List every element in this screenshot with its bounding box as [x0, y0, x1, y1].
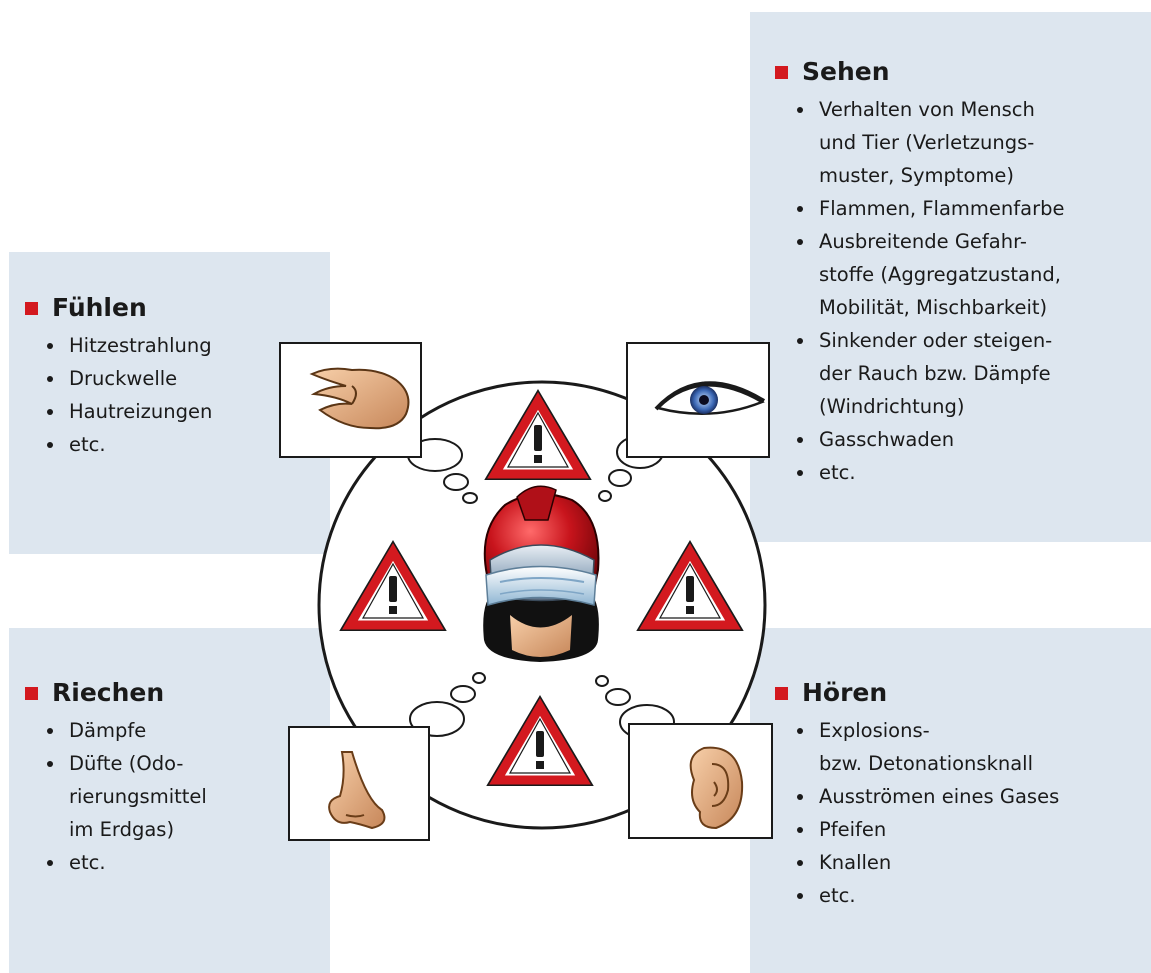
list-item: Gasschwaden: [797, 423, 1064, 456]
list-item: Knallen: [797, 846, 1059, 879]
section-heading: Hören: [775, 678, 1059, 708]
list-item-line: Mobilität, Mischbarkeit): [819, 291, 1064, 324]
list-item-line: Gasschwaden: [819, 423, 1064, 456]
list-item-line: etc.: [69, 846, 207, 879]
red-square-bullet: [25, 302, 38, 315]
list-item-line: Druckwelle: [69, 362, 212, 395]
list-item: Ausbreitende Gefahr-stoffe (Aggregatzust…: [797, 225, 1064, 324]
list-item-line: stoffe (Aggregatzustand,: [819, 258, 1064, 291]
red-square-bullet: [775, 66, 788, 79]
list-item-line: Flammen, Flammenfarbe: [819, 192, 1064, 225]
list-item-line: Ausbreitende Gefahr-: [819, 225, 1064, 258]
list-item-line: Hautreizungen: [69, 395, 212, 428]
list-item: Dämpfe: [47, 714, 207, 747]
list-item-line: Ausströmen eines Gases: [819, 780, 1059, 813]
section-heading: Sehen: [775, 57, 1064, 87]
list-item: Flammen, Flammenfarbe: [797, 192, 1064, 225]
list-item-line: und Tier (Verletzungs-: [819, 126, 1064, 159]
list-item-line: Dämpfe: [69, 714, 207, 747]
list-item: Ausströmen eines Gases: [797, 780, 1059, 813]
list-item-line: Hitzestrahlung: [69, 329, 212, 362]
list-item: Sinkender oder steigen-der Rauch bzw. Dä…: [797, 324, 1064, 423]
list-item-line: Düfte (Odo-: [69, 747, 207, 780]
list-item-line: (Windrichtung): [819, 390, 1064, 423]
list-item-line: Sinkender oder steigen-: [819, 324, 1064, 357]
list-item: etc.: [47, 846, 207, 879]
list-item-line: etc.: [819, 456, 1064, 489]
list-item-line: etc.: [819, 879, 1059, 912]
red-square-bullet: [25, 687, 38, 700]
list-item: etc.: [47, 428, 212, 461]
list-item-line: Verhalten von Mensch: [819, 93, 1064, 126]
list-item: Explosions-bzw. Detonationsknall: [797, 714, 1059, 780]
list-item-line: muster, Symptome): [819, 159, 1064, 192]
list-item: Hautreizungen: [47, 395, 212, 428]
list-item-line: Explosions-: [819, 714, 1059, 747]
firefighter-blindfolded-icon: [483, 486, 599, 662]
list-item: Pfeifen: [797, 813, 1059, 846]
section-heading: Riechen: [25, 678, 207, 708]
list-item-line: Knallen: [819, 846, 1059, 879]
list-item-line: etc.: [69, 428, 212, 461]
list-item: Druckwelle: [47, 362, 212, 395]
list-item-line: im Erdgas): [69, 813, 207, 846]
list-item: etc.: [797, 456, 1064, 489]
list-item-line: Pfeifen: [819, 813, 1059, 846]
red-square-bullet: [775, 687, 788, 700]
section-heading: Fühlen: [25, 293, 212, 323]
list-item-line: der Rauch bzw. Dämpfe: [819, 357, 1064, 390]
list-item-line: rierungsmittel: [69, 780, 207, 813]
list-item-line: bzw. Detonationsknall: [819, 747, 1059, 780]
list-item: etc.: [797, 879, 1059, 912]
list-item: Hitzestrahlung: [47, 329, 212, 362]
